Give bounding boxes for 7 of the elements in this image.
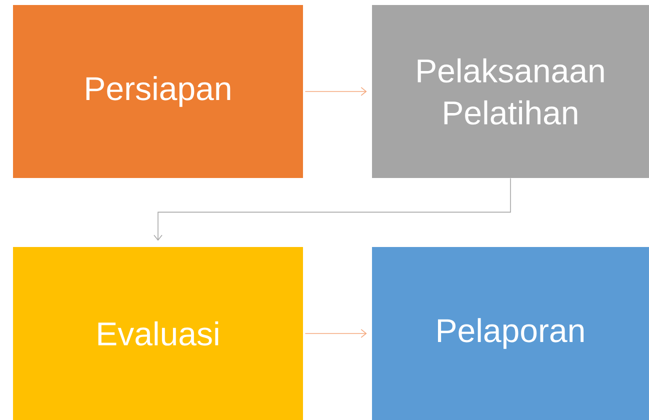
process-box: Pelaksanaan Pelatihan [372,5,649,178]
arrow [154,178,511,241]
arrow [360,87,367,96]
process-box: Pelaporan [372,247,649,420]
process-box: Persiapan [13,5,303,178]
arrow [360,329,367,338]
process-box: Evaluasi [13,247,303,420]
